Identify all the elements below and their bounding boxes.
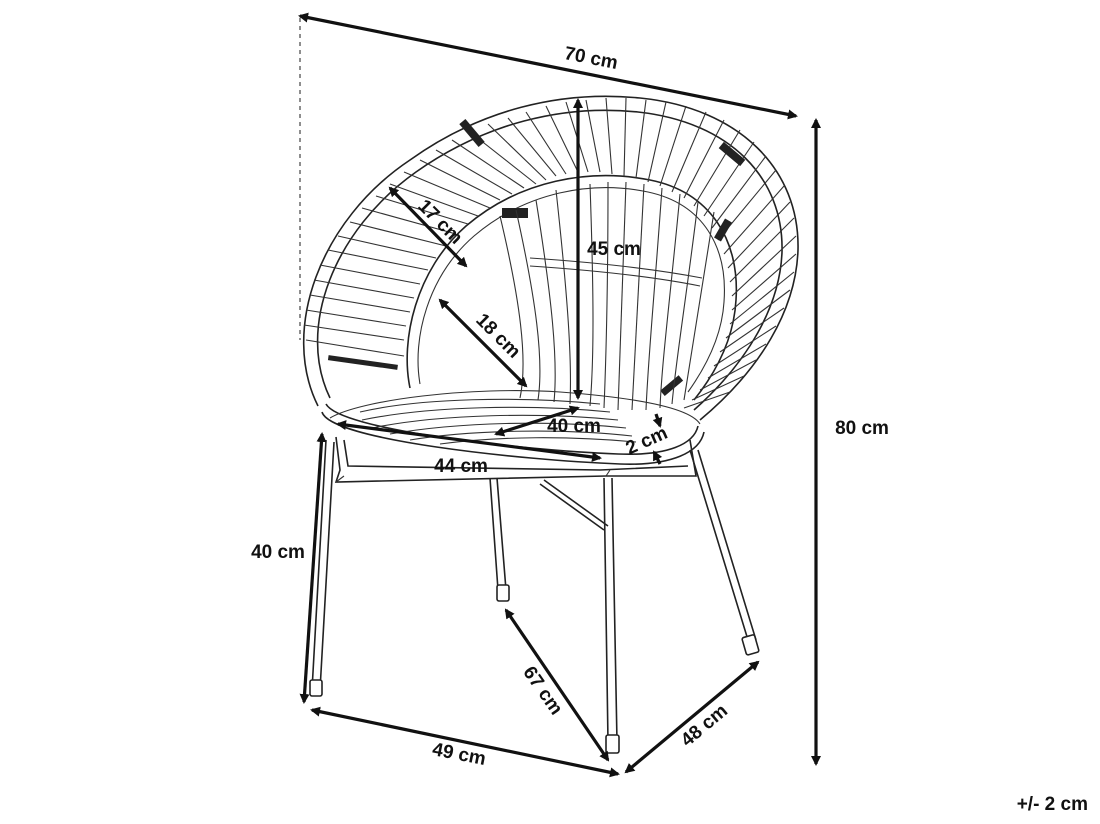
seat-depth-label: 40 cm: [547, 416, 601, 437]
dimension-labels: 70 cm 80 cm 17 cm 45 cm 18 cm 40 cm 44 c…: [251, 43, 889, 770]
overall-height-label: 80 cm: [835, 418, 889, 439]
seat-height-arrow: [299, 432, 327, 704]
rim-thickness-arrow-top: [652, 413, 663, 428]
base-depth-arrow: [624, 660, 760, 774]
backrest-height-label: 45 cm: [587, 239, 641, 260]
seat-height-label: 40 cm: [251, 542, 305, 563]
tolerance-note: +/- 2 cm: [1016, 794, 1088, 815]
seat-width-label: 44 cm: [434, 456, 488, 477]
diagonal-arrow: [504, 608, 610, 762]
rim-thickness-arrow-bottom: [652, 450, 663, 465]
overall-width-arrow: [298, 12, 798, 120]
backrest-depth-arrow: [438, 298, 528, 388]
backrest-depth-label: 18 cm: [471, 310, 524, 363]
chair-dark-bands: [327, 118, 746, 397]
seat-width-arrow: [336, 420, 602, 462]
base-width-arrow: [310, 706, 620, 778]
rim-width-arrow: [388, 186, 468, 268]
chair-backrest-spokes: [499, 181, 715, 411]
dimension-arrows: [298, 12, 821, 778]
chair-legs: [309, 439, 760, 754]
